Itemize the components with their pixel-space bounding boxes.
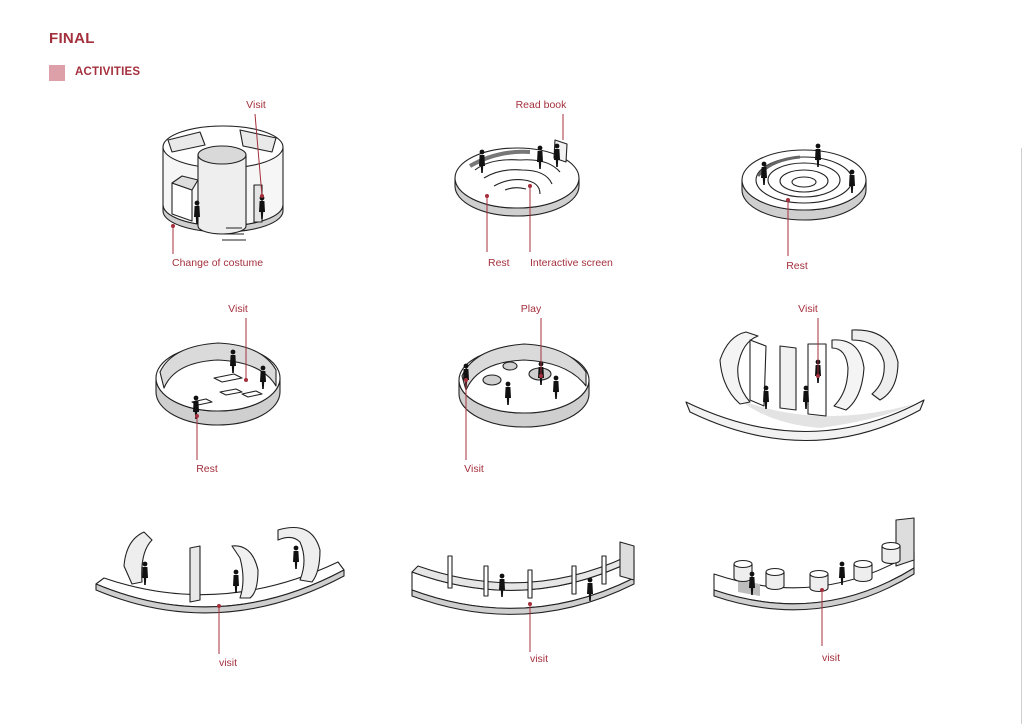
pavilion-3: Rest	[741, 143, 867, 272]
activity-label: Change of costume	[172, 257, 263, 269]
leader-dot	[528, 602, 532, 606]
section-swatch	[49, 65, 65, 81]
activity-label: visit	[219, 657, 237, 669]
section-label: ACTIVITIES	[75, 66, 141, 78]
pavilion-6: Visit	[685, 303, 925, 442]
leader-dot	[816, 374, 820, 378]
pavilion-2-drawing	[454, 139, 580, 217]
activity-label: Play	[521, 303, 542, 315]
pavilion-6-drawing	[685, 329, 925, 442]
activity-label: Read book	[516, 99, 568, 111]
person-figure	[142, 561, 148, 585]
pavilion-2: Read book Rest Interactive screen	[454, 99, 613, 269]
pavilion-9-drawing	[713, 517, 915, 611]
person-figure	[293, 545, 299, 569]
person-figure	[233, 569, 239, 593]
pavilion-7: visit	[95, 526, 345, 669]
leader-dot	[528, 184, 532, 188]
leader-dot	[539, 374, 543, 378]
activity-label: Rest	[786, 260, 808, 272]
leader-dot	[217, 604, 221, 608]
leader-dot	[464, 378, 468, 382]
pavilion-3-drawing	[741, 149, 867, 221]
activity-label: Visit	[464, 463, 484, 475]
activity-label: Interactive screen	[530, 257, 613, 269]
activity-label: Visit	[228, 303, 248, 315]
activity-label: Rest	[196, 463, 218, 475]
pavilion-8: visit	[411, 541, 635, 665]
pavilion-1: Visit Change of costume	[162, 99, 284, 269]
page-title: FINAL	[49, 30, 95, 47]
activity-label: Visit	[246, 99, 266, 111]
pavilion-5-drawing	[458, 343, 590, 428]
activity-label: Visit	[798, 303, 818, 315]
leader-dot	[820, 588, 824, 592]
pavilion-5: Play Visit	[458, 303, 590, 475]
leader-line	[254, 113, 263, 197]
page-edge-rule	[1021, 148, 1022, 724]
pavilion-7-drawing	[95, 526, 345, 614]
activity-label: visit	[530, 653, 548, 665]
leader-dot	[786, 198, 790, 202]
activity-label: Rest	[488, 257, 510, 269]
activity-label: visit	[822, 652, 840, 664]
pavilion-4: Visit Rest	[155, 303, 281, 475]
pavilion-9: visit	[713, 517, 915, 664]
pavilion-8-drawing	[411, 541, 635, 615]
leader-dot	[485, 194, 489, 198]
leader-dot	[244, 378, 248, 382]
pavilion-1-drawing	[162, 125, 284, 241]
leader-dot	[195, 414, 199, 418]
leader-dot	[260, 194, 264, 198]
leader-dot	[171, 224, 175, 228]
pavilion-4-drawing	[155, 342, 281, 426]
